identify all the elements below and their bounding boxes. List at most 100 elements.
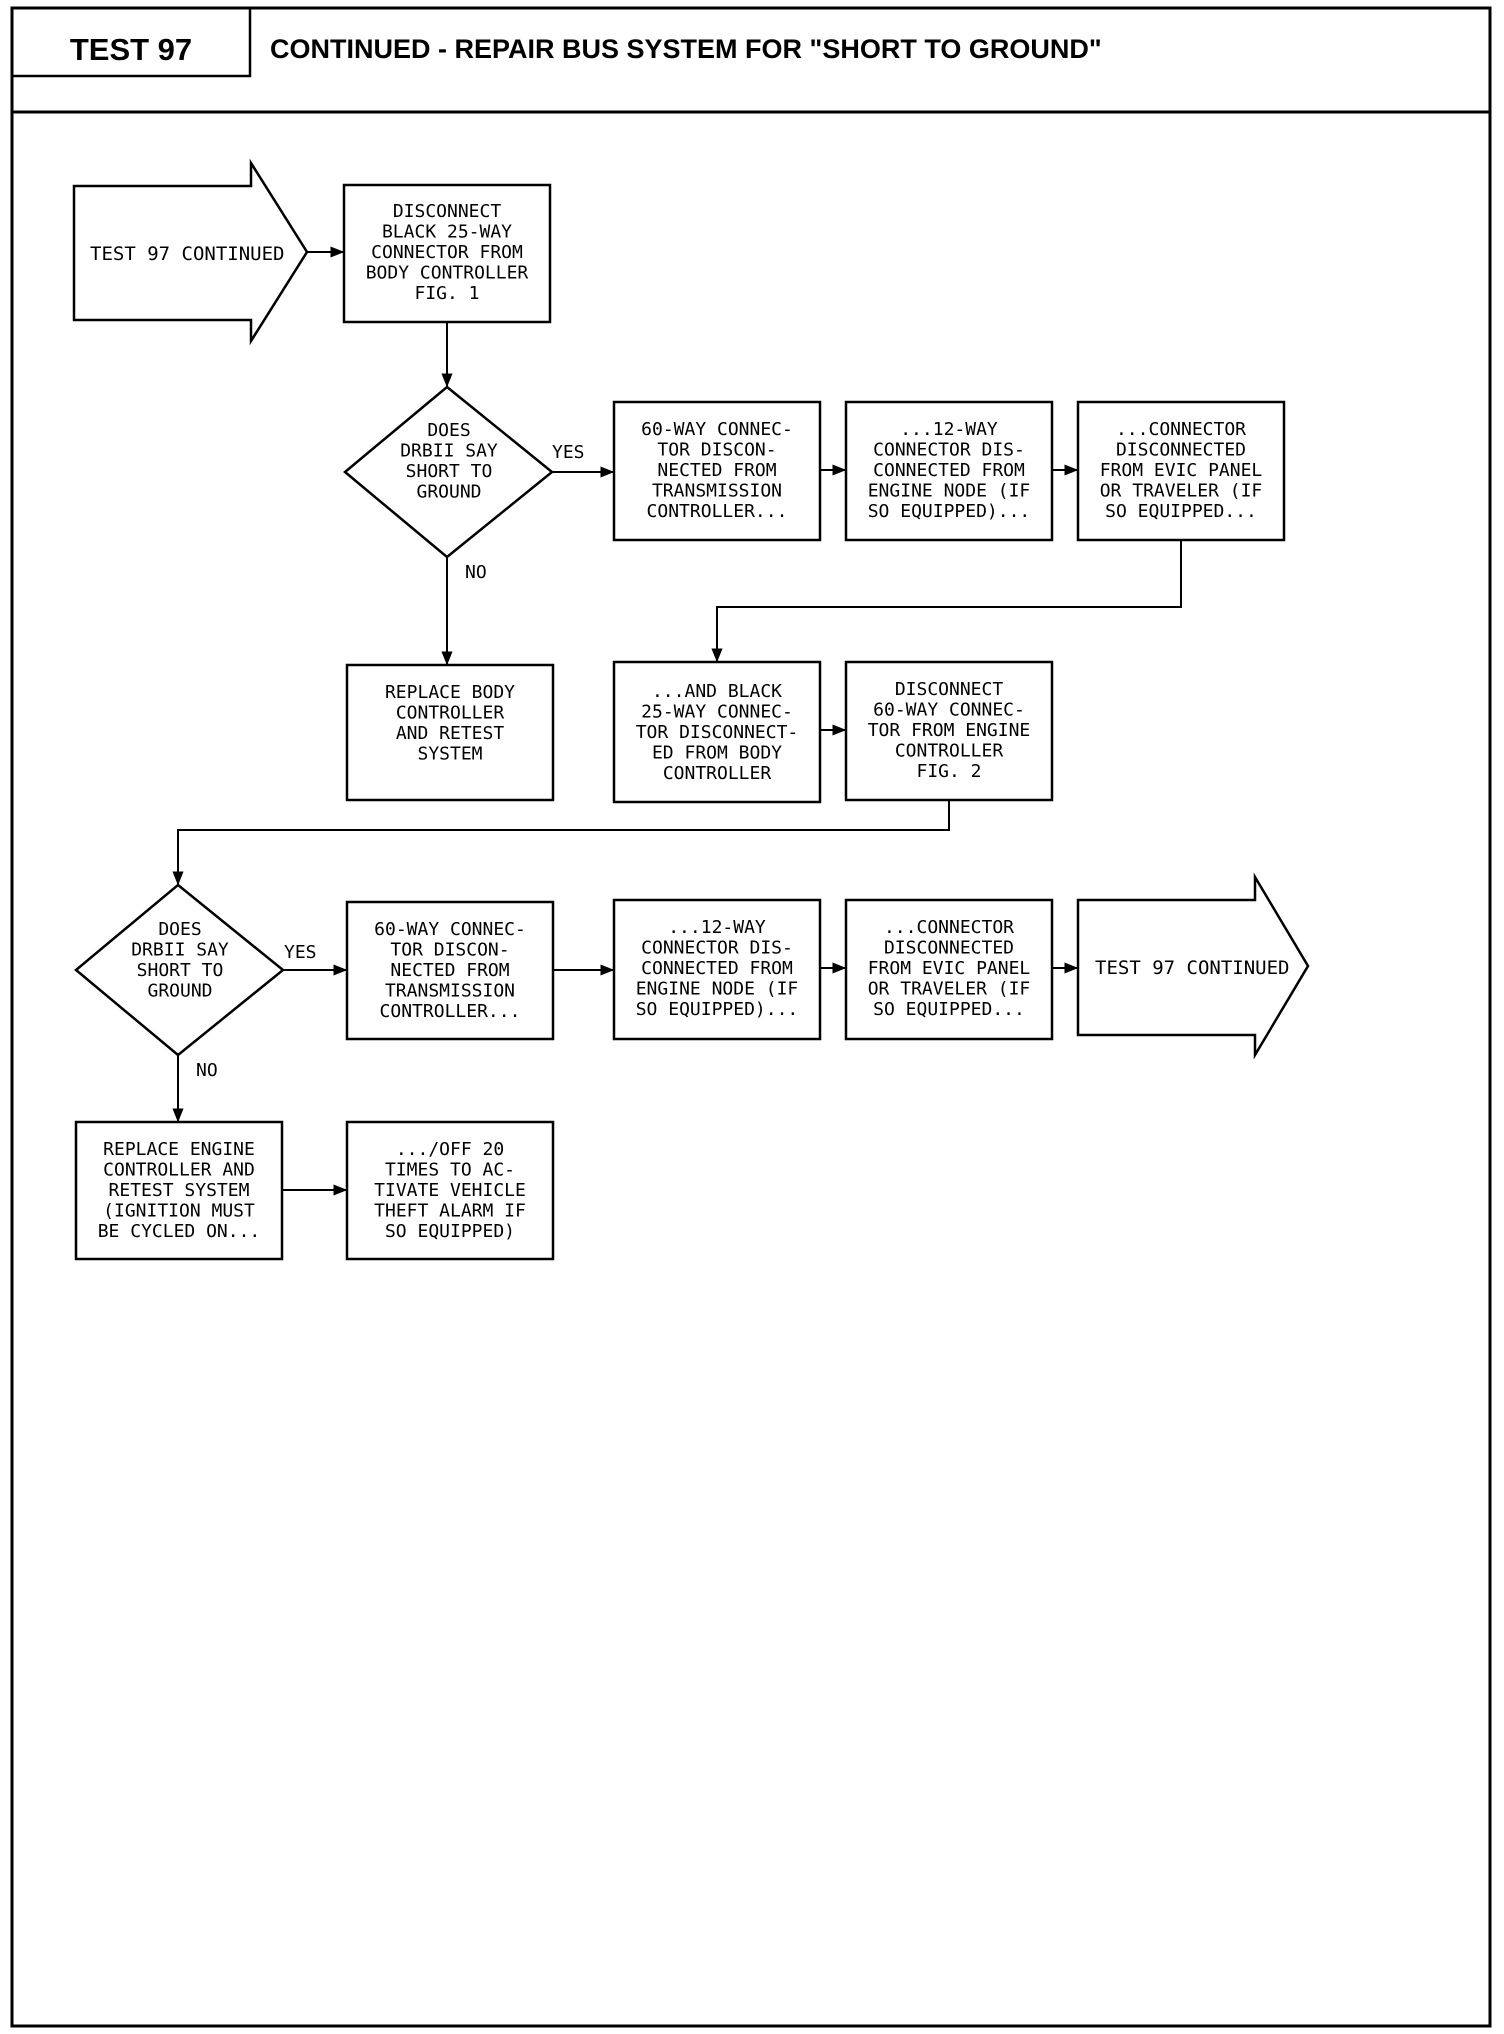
- text-line: ENGINE NODE (IF: [868, 481, 1031, 502]
- text-line: SO EQUIPPED): [385, 1221, 515, 1242]
- text-line: SO EQUIPPED...: [1105, 501, 1257, 522]
- text-line: TRANSMISSION: [385, 981, 515, 1002]
- text-line: TOR DISCON-: [657, 440, 776, 461]
- decision2-no-label: NO: [196, 1060, 218, 1081]
- text-line: ...12-WAY: [668, 917, 766, 938]
- text-line: 25-WAY CONNEC-: [641, 702, 793, 723]
- start-arrow-label: TEST 97 CONTINUED: [90, 243, 284, 265]
- text-line: ...12-WAY: [900, 419, 998, 440]
- end-arrow-label: TEST 97 CONTINUED: [1095, 957, 1289, 979]
- black25-box: [612, 660, 822, 804]
- text-line: DRBII SAY: [131, 940, 229, 961]
- text-line: SHORT TO: [406, 461, 493, 482]
- text-line: ...CONNECTOR: [884, 917, 1014, 938]
- text-line: ...CONNECTOR: [1116, 419, 1246, 440]
- test-label: TEST 97: [70, 32, 192, 67]
- text-line: DRBII SAY: [400, 441, 498, 462]
- text-line: TIMES TO AC-: [385, 1160, 515, 1181]
- text-line: DOES: [427, 420, 470, 441]
- decision1-no-label: NO: [465, 562, 487, 583]
- page-border: [10, 6, 1492, 2028]
- text-line: (IGNITION MUST: [103, 1201, 255, 1222]
- text-line: BODY CONTROLLER: [366, 263, 529, 284]
- page-title: CONTINUED - REPAIR BUS SYSTEM FOR "SHORT…: [270, 34, 1102, 64]
- text-line: CONNECTED FROM: [641, 958, 793, 979]
- text-line: CONTROLLER: [663, 763, 772, 784]
- text-line: ED FROM BODY: [652, 743, 782, 764]
- text-line: 60-WAY CONNEC-: [641, 419, 793, 440]
- text-line: OR TRAVELER (IF: [868, 979, 1031, 1000]
- text-line: CONTROLLER AND: [103, 1160, 255, 1181]
- decision2-yes-label: YES: [284, 942, 317, 963]
- text-line: ENGINE NODE (IF: [636, 979, 799, 1000]
- yes2-box-transmission: [345, 900, 555, 1041]
- text-line: TOR DISCONNECT-: [636, 722, 799, 743]
- text-line: CONNECTOR DIS-: [873, 440, 1025, 461]
- arrow-evic-to-black25: [711, 540, 1182, 663]
- text-line: DISCONNECTED: [1116, 440, 1246, 461]
- text-line: SHORT TO: [137, 960, 224, 981]
- text-line: GROUND: [147, 981, 212, 1002]
- yes2-box-evic: [844, 898, 1054, 1041]
- test-label-box: [10, 6, 252, 78]
- text-line: CONTROLLER: [895, 741, 1004, 762]
- text-line: SO EQUIPPED...: [873, 999, 1025, 1020]
- text-line: CONNECTOR DIS-: [641, 938, 793, 959]
- text-line: CONNECTED FROM: [873, 460, 1025, 481]
- arrow-step2-to-decision2: [172, 800, 950, 886]
- text-line: CONTROLLER...: [380, 1001, 521, 1022]
- text-line: DISCONNECT: [393, 201, 502, 222]
- text-line: SO EQUIPPED)...: [868, 501, 1031, 522]
- text-line: BE CYCLED ON...: [98, 1221, 261, 1242]
- text-line: THEFT ALARM IF: [374, 1201, 526, 1222]
- text-line: CONTROLLER...: [647, 501, 788, 522]
- yes2-box-engine-node: [612, 898, 822, 1041]
- step2-box: [844, 660, 1054, 802]
- text-line: SO EQUIPPED)...: [636, 999, 799, 1020]
- text-line: 60-WAY CONNEC-: [873, 700, 1025, 721]
- text-line: 60-WAY CONNEC-: [374, 919, 526, 940]
- text-line: DISCONNECT: [895, 679, 1004, 700]
- text-line: BLACK 25-WAY: [382, 222, 512, 243]
- text-line: AND RETEST: [396, 723, 505, 744]
- text-line: CONTROLLER: [396, 703, 505, 724]
- text-line: ...AND BLACK: [652, 681, 782, 702]
- text-line: FROM EVIC PANEL: [868, 958, 1031, 979]
- text-line: NECTED FROM: [657, 460, 776, 481]
- text-line: GROUND: [416, 482, 481, 503]
- decision1-yes-label: YES: [552, 442, 585, 463]
- text-line: SYSTEM: [417, 744, 482, 765]
- text-line: DISCONNECTED: [884, 938, 1014, 959]
- text-line: TOR DISCON-: [390, 940, 509, 961]
- text-line: .../OFF 20: [396, 1139, 504, 1160]
- text-line: FIG. 2: [916, 761, 981, 782]
- text-line: TOR FROM ENGINE: [868, 720, 1031, 741]
- text-line: DOES: [158, 919, 201, 940]
- text-line: RETEST SYSTEM: [109, 1180, 250, 1201]
- yes1-box-engine-node: [844, 400, 1054, 542]
- text-line: CONNECTOR FROM: [371, 242, 523, 263]
- step1-box: [342, 183, 552, 324]
- off20-box: [345, 1120, 555, 1261]
- text-line: OR TRAVELER (IF: [1100, 481, 1263, 502]
- text-line: FROM EVIC PANEL: [1100, 460, 1263, 481]
- text-line: FIG. 1: [414, 283, 479, 304]
- text-line: TIVATE VEHICLE: [374, 1180, 526, 1201]
- text-line: NECTED FROM: [390, 960, 509, 981]
- text-line: REPLACE ENGINE: [103, 1139, 255, 1160]
